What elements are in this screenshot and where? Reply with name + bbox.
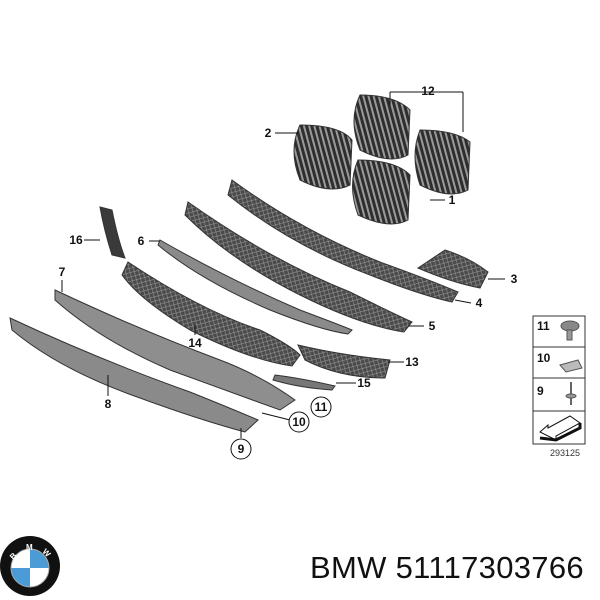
callout-12: 12: [421, 84, 435, 98]
kidney-grille-left-upper: [293, 124, 353, 190]
callout-3: 3: [511, 272, 518, 286]
callout-1: 1: [449, 193, 456, 207]
bracket-16: [99, 206, 126, 259]
callout-2: 2: [265, 126, 272, 140]
direction-arrow-icon: [539, 415, 582, 442]
spoiler-8: [9, 317, 259, 433]
callout-circle-11: [310, 396, 332, 418]
legend-item-9: 9: [537, 384, 544, 398]
mesh-part-5: [184, 201, 413, 333]
screw-icon: [560, 320, 580, 341]
callout-9: 9: [238, 442, 245, 456]
rivet-icon: [565, 382, 577, 405]
drawing-number: 293125: [550, 448, 580, 458]
callout-16: 16: [69, 233, 83, 247]
mesh-part-4: [227, 179, 459, 303]
trim-strip-6: [157, 239, 353, 335]
mesh-part-14: [121, 261, 301, 367]
callout-14: 14: [188, 336, 202, 350]
spoiler-7: [54, 289, 296, 411]
kidney-grille-upper-pair: [353, 94, 471, 195]
callout-7: 7: [59, 265, 66, 279]
legend-item-11: 11: [537, 319, 550, 333]
callout-10: 10: [292, 415, 306, 429]
svg-text:M: M: [26, 543, 33, 552]
kidney-grille-center: [352, 159, 411, 225]
side-grille-13: [297, 344, 391, 379]
svg-text:B: B: [8, 551, 19, 562]
callout-5: 5: [429, 319, 436, 333]
clip-nut-icon: [559, 359, 583, 373]
callout-15: 15: [357, 376, 371, 390]
callout-6: 6: [138, 234, 145, 248]
callout-4: 4: [476, 296, 483, 310]
callout-11: 11: [315, 400, 328, 414]
callout-circle-9: [230, 438, 252, 460]
trim-strip-15: [272, 374, 336, 391]
air-duct-3: [416, 249, 489, 289]
callout-13: 13: [405, 355, 419, 369]
callout-circle-10: [288, 411, 310, 433]
bmw-logo: B M W: [0, 536, 60, 596]
legend-item-10: 10: [537, 351, 551, 365]
fastener-legend: 11 10 9: [532, 315, 586, 445]
callout-8: 8: [105, 397, 112, 411]
part-number-caption: BMW 51117303766: [310, 550, 584, 585]
